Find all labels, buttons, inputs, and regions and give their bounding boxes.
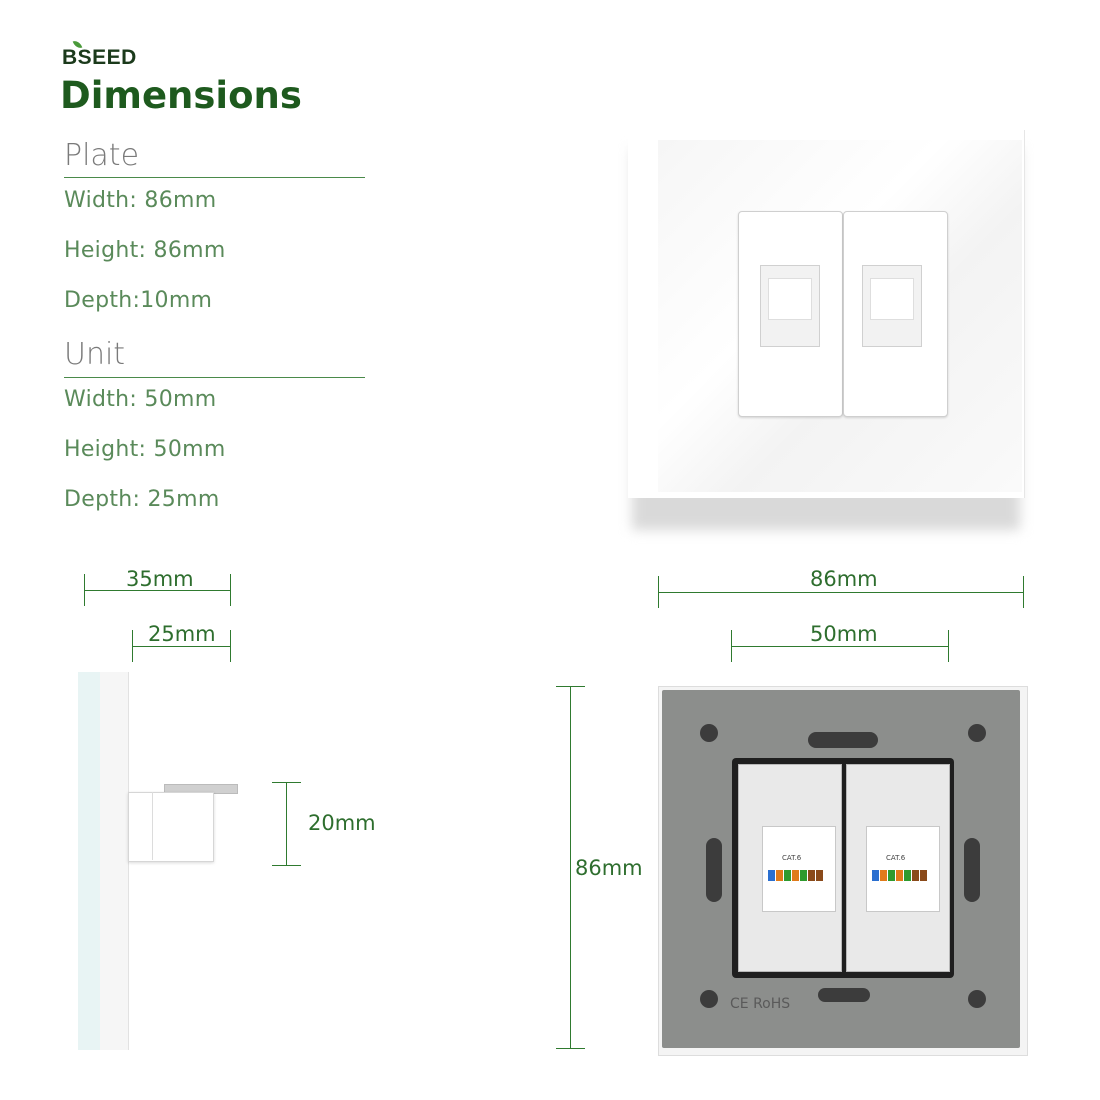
keystone-left-terminal [762, 826, 836, 912]
mount-slot-bottom [818, 988, 870, 1002]
keystone-left-cat-label: CAT.6 [782, 854, 802, 862]
page-title: Dimensions [60, 74, 302, 117]
keystone-left-pins [768, 870, 828, 882]
mount-slot-top [808, 732, 878, 748]
front-unit-width-tick-left [731, 630, 732, 662]
plate-heading: Plate [64, 138, 140, 173]
pin-green [800, 870, 807, 881]
ce-rohs-marking: CE RoHS [730, 996, 791, 1012]
side-clip-height-line [286, 782, 287, 865]
front-jack-right-port [870, 278, 914, 320]
front-plate-width-line [658, 592, 1024, 593]
unit-width: Width: 50mm [64, 387, 217, 412]
unit-height: Height: 50mm [64, 437, 226, 462]
pin-brown [808, 870, 815, 881]
back-height-line [570, 686, 571, 1049]
side-unit-depth-line [132, 646, 231, 647]
unit-heading: Unit [64, 337, 126, 372]
back-height-label: 86mm [575, 856, 643, 880]
keystone-right-cat-label: CAT.6 [886, 854, 906, 862]
side-frame [100, 672, 129, 1050]
mount-slot-left [706, 838, 722, 902]
back-height-tick-top [556, 686, 585, 687]
side-clip-height-tick-top [272, 782, 301, 783]
front-unit-width-label: 50mm [810, 622, 878, 646]
pin-orange [792, 870, 799, 881]
side-unit-seam [152, 792, 153, 860]
front-unit-width-tick-right [948, 630, 949, 662]
side-total-depth-tick-left [84, 574, 85, 606]
plate-depth: Depth:10mm [64, 288, 213, 313]
side-unit-depth-label: 25mm [148, 622, 216, 646]
pin-green [784, 870, 791, 881]
side-total-depth-line [84, 590, 231, 591]
plate-width: Width: 86mm [64, 188, 217, 213]
mount-slot-right [964, 838, 980, 902]
brand-logo: BSEED [62, 46, 137, 69]
plate-divider [64, 177, 365, 178]
front-plate-width-tick-right [1023, 576, 1024, 608]
side-total-depth-tick-right [230, 574, 231, 606]
screw-hole-bottom-right [968, 990, 986, 1008]
side-unit-depth-tick-left [132, 630, 133, 662]
unit-divider [64, 377, 365, 378]
side-unit-depth-tick-right [230, 630, 231, 662]
plate-height: Height: 86mm [64, 238, 226, 263]
screw-hole-top-right [968, 724, 986, 742]
side-total-depth-label: 35mm [126, 567, 194, 591]
side-unit-body [128, 792, 214, 862]
pin-green [904, 870, 911, 881]
pin-orange [896, 870, 903, 881]
pin-brown [816, 870, 823, 881]
screw-hole-bottom-left [700, 990, 718, 1008]
pin-orange [776, 870, 783, 881]
keystone-right-pins [872, 870, 932, 882]
front-plate-width-tick-left [658, 576, 659, 608]
front-unit-width-line [731, 646, 949, 647]
side-clip-height-label: 20mm [308, 811, 376, 835]
side-glass-panel [78, 672, 100, 1050]
side-clip-height-tick-bottom [272, 865, 301, 866]
pin-brown [912, 870, 919, 881]
front-jack-left-port [768, 278, 812, 320]
pin-brown [920, 870, 927, 881]
front-plate-width-label: 86mm [810, 567, 878, 591]
unit-depth: Depth: 25mm [64, 487, 220, 512]
pin-orange [880, 870, 887, 881]
keystone-right-terminal [866, 826, 940, 912]
back-height-tick-bottom [556, 1048, 585, 1049]
pin-blue [872, 870, 879, 881]
pin-green [888, 870, 895, 881]
screw-hole-top-left [700, 724, 718, 742]
pin-blue [768, 870, 775, 881]
